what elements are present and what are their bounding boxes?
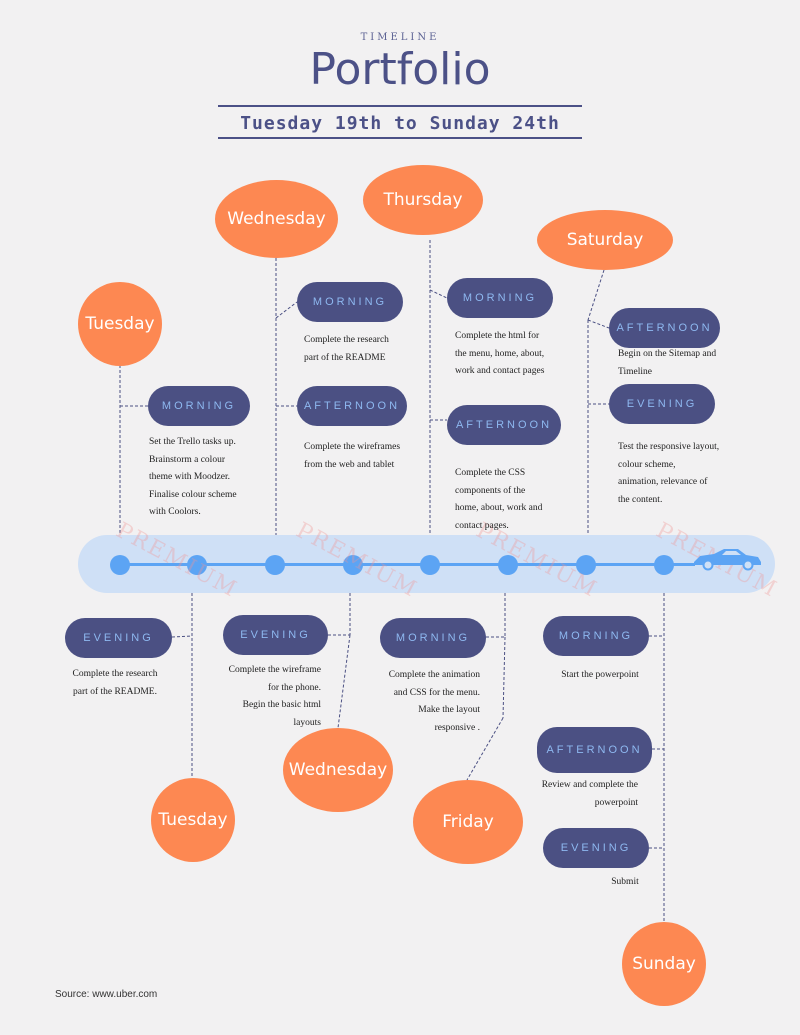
timeline-dot — [498, 555, 518, 575]
kicker: TIMELINE — [360, 32, 440, 43]
task-tuesday-morning: Set the Trello tasks up.Brainstorm a col… — [149, 437, 237, 517]
pill-afternoon: AFTERNOON — [447, 405, 561, 445]
timeline-dot — [576, 555, 596, 575]
pill-morning: MORNING — [543, 616, 649, 656]
pill-evening: EVENING — [65, 618, 172, 658]
day-bubble-friday: Friday — [413, 780, 523, 864]
subtitle-frame — [218, 105, 582, 139]
pill-afternoon: AFTERNOON — [609, 308, 720, 348]
timeline-dot — [343, 555, 363, 575]
day-bubble-tuesday: Tuesday — [78, 282, 162, 366]
timeline-dot — [187, 555, 207, 575]
timeline-dot — [110, 555, 130, 575]
pill-afternoon: AFTERNOON — [537, 727, 652, 773]
day-bubble-thursday: Thursday — [363, 165, 483, 235]
pill-evening: EVENING — [543, 828, 649, 868]
timeline-dot — [654, 555, 674, 575]
day-bubble-wednesday: Wednesday — [215, 180, 338, 258]
timeline-axis — [120, 563, 695, 566]
day-bubble-wednesday: Wednesday — [283, 728, 393, 812]
pill-morning: MORNING — [297, 282, 403, 322]
task-saturday-evening: Test the responsive layout,colour scheme… — [618, 442, 720, 505]
source-note: Source: www.uber.com — [55, 989, 158, 1000]
pill-afternoon: AFTERNOON — [297, 386, 407, 426]
pill-morning: MORNING — [148, 386, 250, 426]
pill-evening: EVENING — [223, 615, 328, 655]
timeline-dot — [420, 555, 440, 575]
timeline-dot — [265, 555, 285, 575]
day-bubble-tuesday: Tuesday — [151, 778, 235, 862]
task-sunday-morning: Start the powerpoint — [561, 670, 639, 680]
day-bubble-saturday: Saturday — [537, 210, 673, 270]
day-bubble-sunday: Sunday — [622, 922, 706, 1006]
pill-morning: MORNING — [447, 278, 553, 318]
car-icon — [694, 549, 761, 571]
task-sunday-evening: Submit — [611, 877, 639, 887]
page-title: Portfolio — [309, 44, 491, 95]
page-subtitle: Tuesday 19th to Sunday 24th — [240, 113, 560, 134]
pill-morning: MORNING — [380, 618, 486, 658]
pill-evening: EVENING — [609, 384, 715, 424]
